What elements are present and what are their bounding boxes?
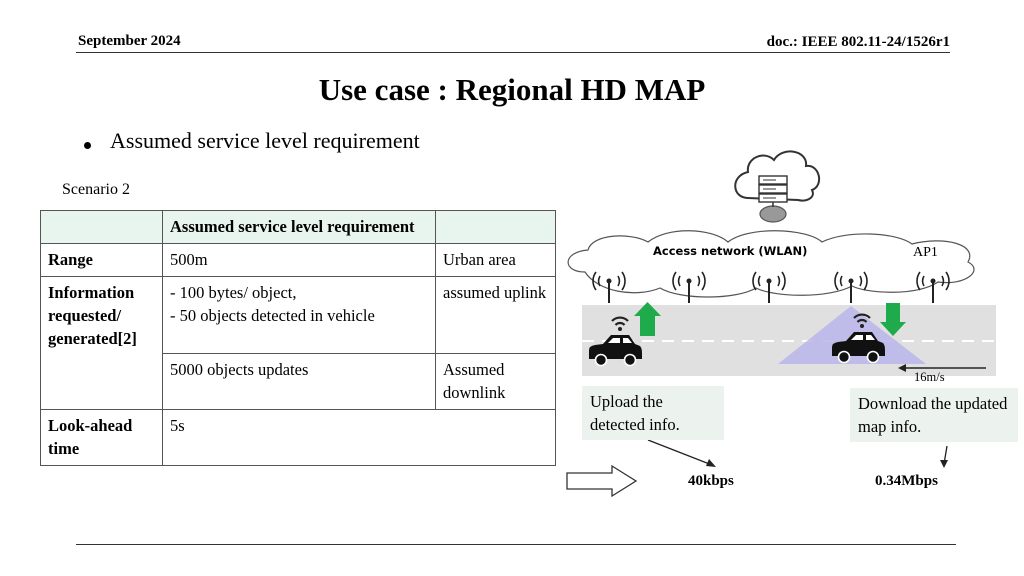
access-network-cloud xyxy=(567,230,975,298)
bullet-text: Assumed service level requirement xyxy=(110,128,420,153)
range-label: Range xyxy=(40,243,163,277)
upload-rate: 40kbps xyxy=(688,473,734,489)
table-row-range: Range 500m Urban area xyxy=(40,243,556,277)
info-uplink-note: assumed uplink xyxy=(435,276,556,354)
info-label: Information requested/ generated[2] xyxy=(40,276,163,410)
block-arrow-icon xyxy=(566,464,638,498)
lookahead-label: Look-ahead time xyxy=(40,409,163,466)
footer-rule xyxy=(76,544,956,545)
server-icon xyxy=(758,175,788,223)
slide-title: Use case : Regional HD MAP xyxy=(318,72,706,107)
info-uplink-line-1: - 100 bytes/ object, xyxy=(170,283,297,302)
info-uplink-value: - 100 bytes/ object, - 50 objects detect… xyxy=(162,276,436,354)
range-value: 500m xyxy=(162,243,436,277)
upload-callout: Upload the detected info. xyxy=(582,386,724,440)
download-callout: Download the updated map info. xyxy=(850,388,1018,442)
access-network-label: Access network (WLAN) xyxy=(653,244,808,258)
bullet-dot xyxy=(84,142,91,149)
speed-label: 16m/s xyxy=(914,370,945,384)
header-rule xyxy=(76,52,950,53)
header-doc-id: doc.: IEEE 802.11-24/1526r1 xyxy=(766,34,950,50)
upload-pointer xyxy=(647,439,713,466)
table-row-lookahead: Look-ahead time 5s xyxy=(40,409,556,466)
info-downlink-note: Assumed downlink xyxy=(435,353,556,410)
table-row-info-downlink: 5000 objects updates Assumed downlink xyxy=(41,353,556,410)
lookahead-value: 5s xyxy=(162,409,556,466)
upload-arrow-icon xyxy=(634,302,661,336)
table-row-info-uplink: Information requested/ generated[2] - 10… xyxy=(40,276,556,410)
requirement-table: Assumed service level requirement Range … xyxy=(40,210,556,466)
table-header-cell-1 xyxy=(40,210,163,244)
header-date: September 2024 xyxy=(78,33,181,49)
table-header-cell-3 xyxy=(435,210,556,244)
download-rate: 0.34Mbps xyxy=(875,473,938,489)
download-arrow-icon xyxy=(880,303,906,336)
scenario-label: Scenario 2 xyxy=(62,181,130,198)
range-note: Urban area xyxy=(435,243,556,277)
ap1-label: AP1 xyxy=(913,245,938,260)
info-uplink-line-2: - 50 objects detected in vehicle xyxy=(170,306,375,325)
info-downlink-value: 5000 objects updates xyxy=(162,353,436,410)
